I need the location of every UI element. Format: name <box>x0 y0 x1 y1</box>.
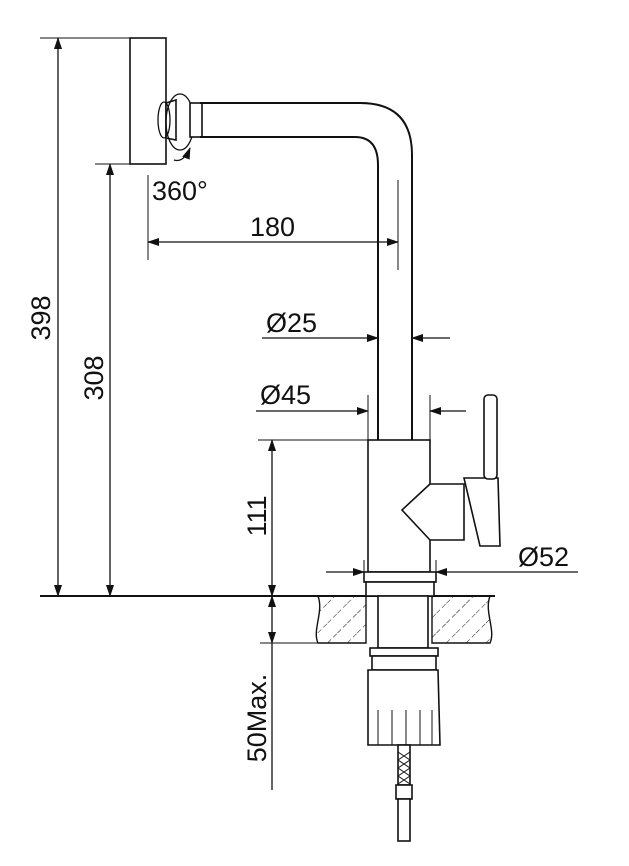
dimension-spout-height: 308 <box>79 163 130 597</box>
total-height-label: 398 <box>26 295 56 340</box>
mounting-shank <box>367 595 441 746</box>
supply-hose <box>395 744 413 842</box>
body-height-label: 111 <box>242 495 272 536</box>
dimension-counter-thickness: 50Max. <box>242 595 366 790</box>
spout-diameter-label: Ø25 <box>266 308 317 338</box>
dimension-body-height: 111 <box>242 439 368 597</box>
dimension-base-diameter: Ø52 <box>326 542 578 576</box>
counter-thickness-label: 50Max. <box>242 674 272 763</box>
reach-label: 180 <box>250 212 295 242</box>
base-diameter-label: Ø52 <box>518 542 569 572</box>
dimension-total-height: 398 <box>26 37 130 597</box>
rotation-arrow-icon <box>173 147 191 162</box>
dimension-body-diameter: Ø45 <box>256 380 466 440</box>
rotation-label: 360° <box>152 176 208 206</box>
lever-handle <box>400 394 501 547</box>
dimension-reach: 180 <box>147 175 399 270</box>
countertop-section <box>315 595 493 644</box>
swivel-joint <box>129 37 203 165</box>
body-diameter-label: Ø45 <box>260 380 311 410</box>
spout-height-label: 308 <box>79 355 109 400</box>
dimension-spout-diameter: Ø25 <box>262 308 450 352</box>
